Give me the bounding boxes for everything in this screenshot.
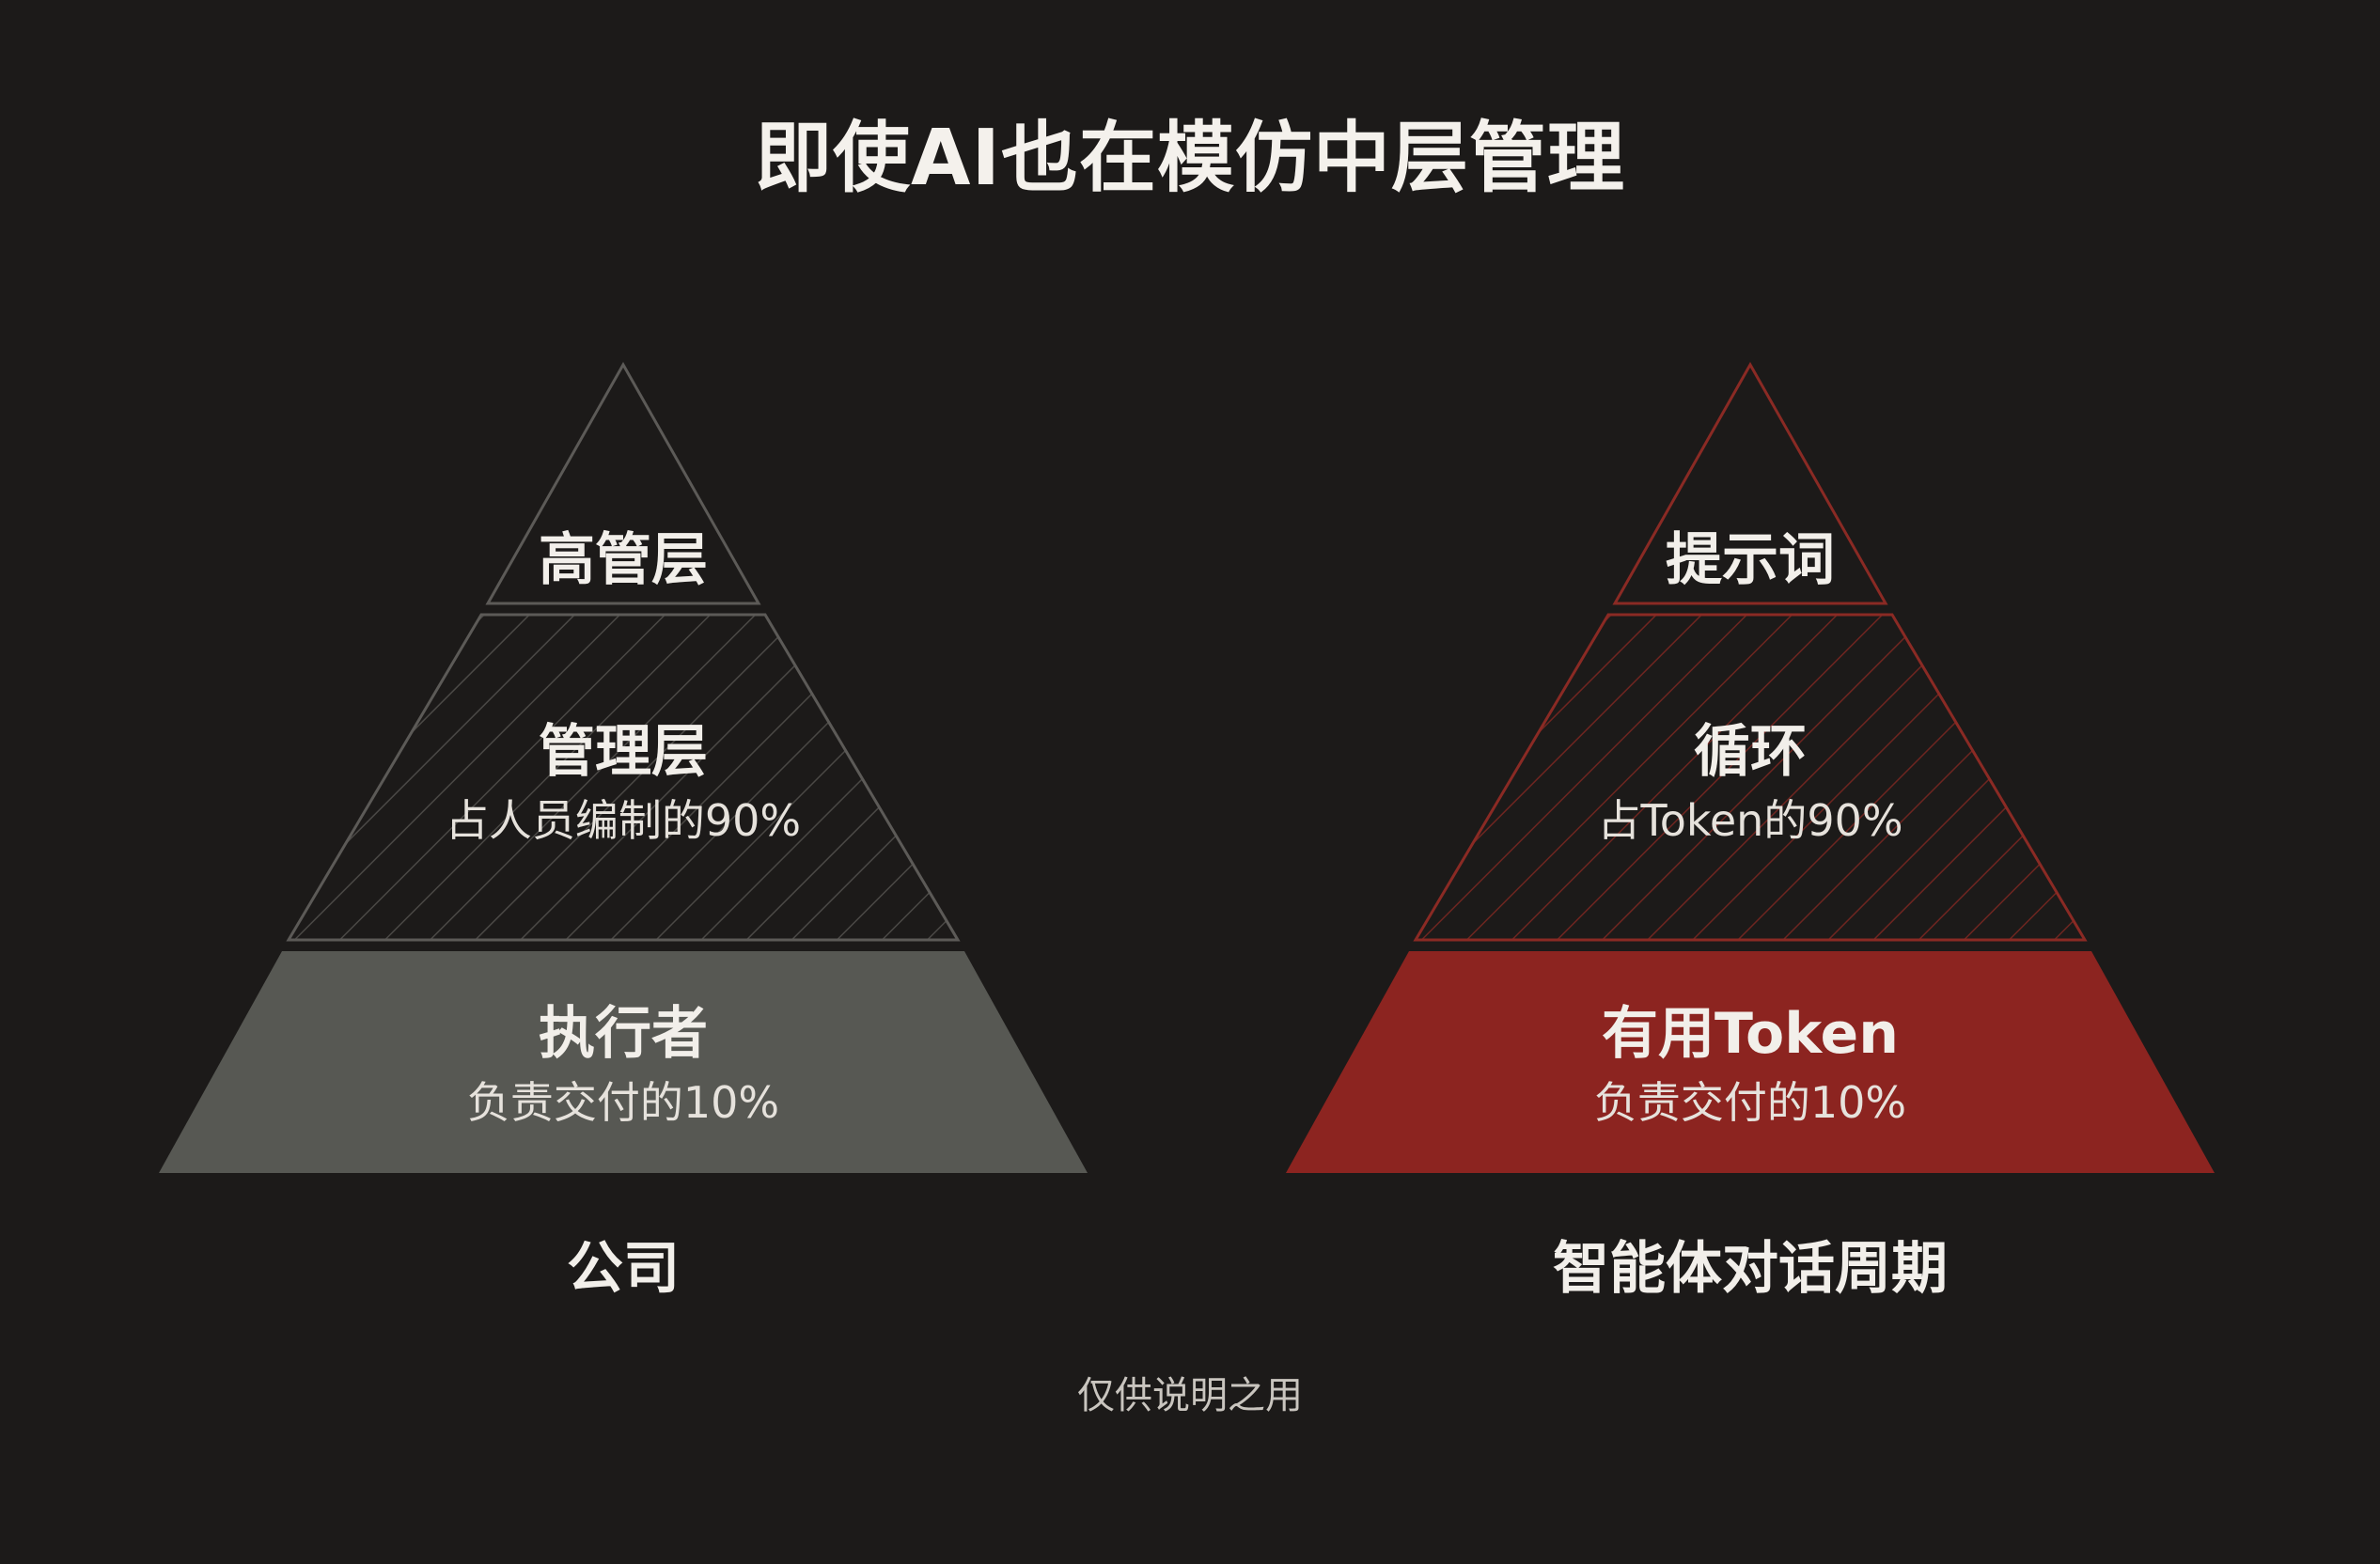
right-top-label: 提示词: [1666, 527, 1835, 593]
left-top-label: 高管层: [539, 527, 708, 593]
right-bottom-tier: [1286, 951, 2215, 1173]
right-pyramid: 提示词 循环 占Token的90% 有用Token 负责交付的10%: [1280, 357, 2220, 1184]
page-title: 即使AI也在模仿中层管理: [755, 114, 1625, 203]
left-middle-label: 管理层: [539, 719, 708, 785]
left-caption: 公司: [567, 1236, 680, 1302]
left-bottom-label: 执行者: [539, 1001, 708, 1067]
left-middle-sublabel: 占人员编制的90%: [445, 795, 802, 846]
right-middle-tier: [1413, 613, 2088, 942]
right-caption: 智能体对话周期: [1553, 1236, 1948, 1302]
left-pyramid: 高管层 管理层 占人员编制的90% 执行者 负责交付的10%: [153, 357, 1093, 1184]
right-bottom-sublabel: 负责交付的10%: [1593, 1077, 1907, 1128]
right-bottom-label: 有用Token: [1602, 1001, 1899, 1067]
right-top-tier: [1612, 361, 1888, 605]
footnote: 仅供说明之用: [1077, 1374, 1303, 1417]
right-middle-sublabel: 占Token的90%: [1597, 795, 1903, 846]
right-middle-label: 循环: [1694, 719, 1807, 785]
left-middle-tier: [286, 613, 961, 942]
left-bottom-tier: [159, 951, 1088, 1173]
left-top-tier: [485, 361, 761, 605]
left-bottom-sublabel: 负责交付的10%: [466, 1077, 780, 1128]
